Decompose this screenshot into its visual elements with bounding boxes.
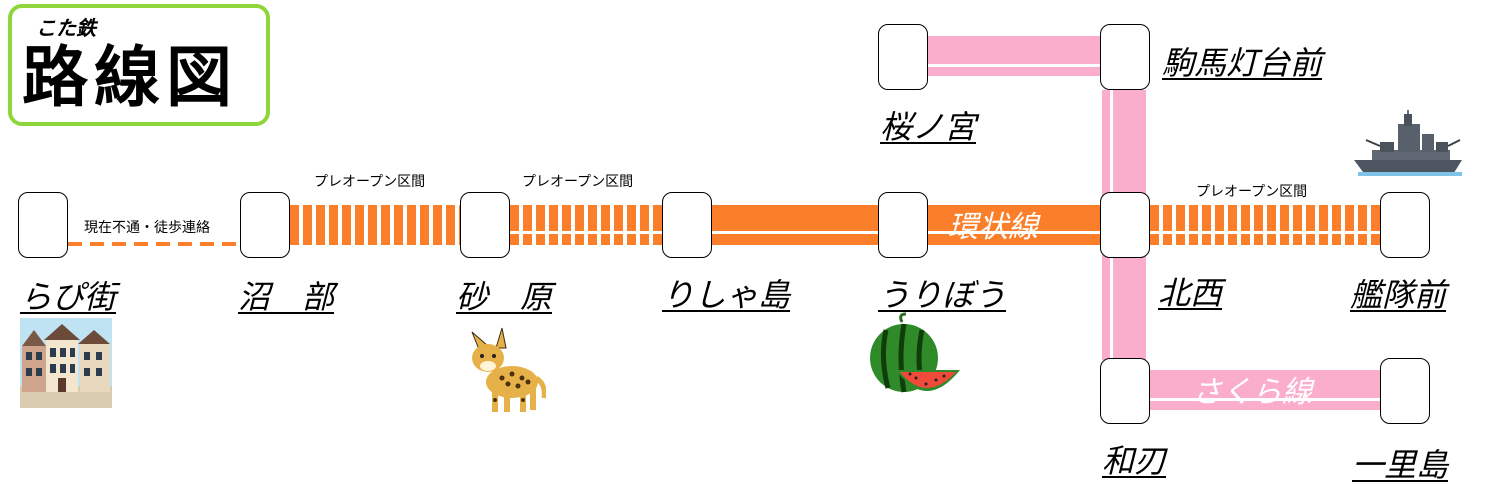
station-kantaimae[interactable] — [1380, 192, 1430, 258]
title-box: こた鉄 路線図 — [8, 4, 270, 126]
station-numabe[interactable] — [240, 192, 290, 258]
pre-open-segment-hokusei-kantaimae — [1150, 205, 1380, 245]
sakura-segment-waba-ichiritou — [1150, 370, 1380, 410]
suspended-segment — [68, 242, 240, 246]
station-ichiritou[interactable] — [1380, 358, 1430, 424]
station-komabadaimae[interactable] — [1100, 24, 1150, 90]
loop-line-name: 環状線 — [948, 210, 1038, 245]
loop-segment-rishatou-uribou — [712, 205, 878, 245]
label-ichiritou: 一里島 — [1352, 446, 1449, 484]
map-title: 路線図 — [22, 39, 238, 116]
label-sahara: 砂 原 — [456, 278, 553, 316]
label-komabadaimae: 駒馬灯台前 — [1162, 44, 1323, 82]
station-uribou[interactable] — [878, 192, 928, 258]
label-uribou: うりぼう — [878, 276, 1007, 314]
sakura-line-name: さくら線 — [1192, 375, 1312, 410]
pink-segment-sakuranomiya-komaba — [928, 36, 1100, 76]
label-hokusei: 北西 — [1158, 274, 1223, 312]
pre-open-note-2: プレオープン区間 — [522, 174, 634, 190]
station-rishatou[interactable] — [662, 192, 712, 258]
pre-open-note-3: プレオープン区間 — [1196, 184, 1308, 200]
pre-open-note-1: プレオープン区間 — [314, 174, 426, 190]
pre-open-segment-sahara-rishatou — [510, 205, 662, 245]
label-sakuranomiya: 桜ノ宮 — [880, 108, 977, 146]
label-rabigai: らぴ街 — [20, 278, 117, 316]
town-illustration — [20, 318, 112, 408]
loop-segment-uribou-hokusei — [928, 205, 1100, 245]
station-rabigai[interactable] — [18, 192, 68, 258]
serval-illustration — [471, 327, 546, 412]
station-hokusei[interactable] — [1100, 192, 1150, 258]
station-sakuranomiya[interactable] — [878, 24, 928, 90]
station-waba[interactable] — [1100, 358, 1150, 424]
station-sahara[interactable] — [460, 192, 510, 258]
battleship-illustration — [1354, 110, 1462, 176]
label-numabe: 沼 部 — [238, 278, 335, 316]
label-kantaimae: 艦隊前 — [1350, 276, 1447, 314]
label-rishatou: りしゃ島 — [662, 276, 791, 314]
watermelon-illustration — [870, 312, 960, 393]
operator-name: こた鉄 — [36, 16, 96, 40]
label-waba: 和刃 — [1102, 442, 1167, 480]
pre-open-segment-numabe-sahara — [290, 205, 460, 245]
suspended-note: 現在不通・徒歩連絡 — [84, 220, 210, 236]
